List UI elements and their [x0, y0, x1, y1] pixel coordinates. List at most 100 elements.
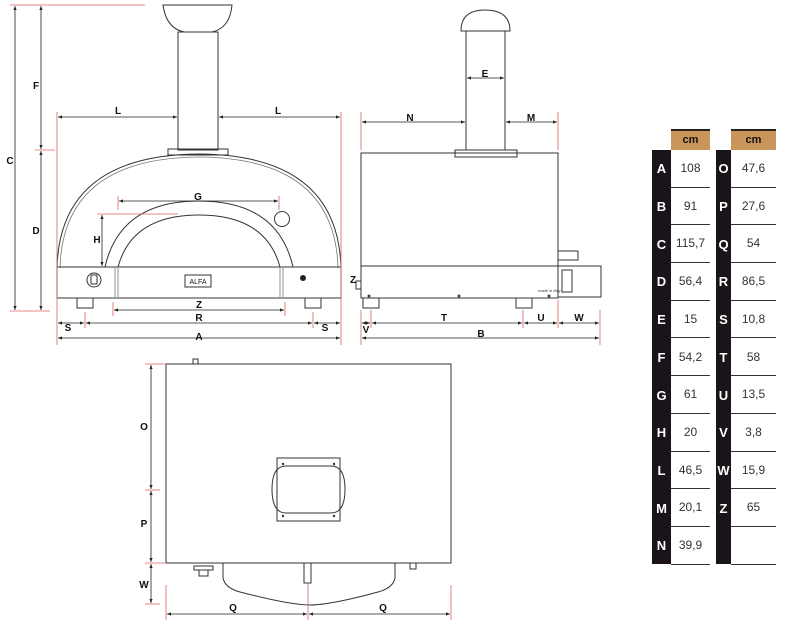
gas-knob-icon [86, 272, 102, 288]
dim-label-r: R [195, 313, 203, 324]
dim-label-z: Z [196, 300, 202, 311]
dimension-letter: H [656, 425, 667, 441]
dimension-letter: W [717, 462, 730, 478]
dim-label-h: H [93, 235, 100, 246]
dim-label-s-right: S [322, 323, 329, 334]
dim-label-w-side: W [574, 313, 584, 324]
table-row: F 54,2 [652, 339, 710, 377]
dim-label-d: D [32, 226, 39, 237]
dimension-letter: F [657, 349, 666, 365]
unit-header-2: cm [731, 129, 776, 150]
dimension-letter: V [719, 425, 728, 441]
letter-column-1 [652, 150, 671, 564]
dimension-letter: L [657, 462, 666, 478]
flue-plate [276, 457, 341, 522]
dim-label-o: O [140, 422, 148, 433]
dim-label-n: N [406, 113, 413, 124]
dim-label-u: U [537, 313, 544, 324]
front-view: ALFA C F D L L G H Z [6, 4, 342, 345]
dimension-value: 46,5 [671, 452, 710, 490]
dim-label-b: B [477, 329, 484, 340]
dimension-letter: O [718, 161, 729, 177]
dome [56, 153, 342, 269]
dimension-value: 54 [731, 225, 776, 264]
dimension-letter: M [656, 500, 667, 516]
chimney-cap [162, 4, 233, 33]
dimension-letter: Q [718, 236, 729, 252]
dim-label-v: V [363, 325, 370, 336]
dimension-value: 108 [671, 150, 710, 188]
dimension-letter: C [656, 236, 667, 252]
side-view: made in Italy E N M Z V T U W B [350, 9, 602, 345]
dim-label-p: P [141, 519, 148, 530]
dimension-value: 3,8 [731, 414, 776, 452]
thermometer-icon [274, 211, 290, 227]
dimension-value: 115,7 [671, 225, 710, 264]
alfa-logo-plate [184, 274, 212, 288]
dim-label-z-side: Z [350, 275, 356, 286]
alfa-logo: ALFA [189, 279, 206, 286]
dim-label-t: T [441, 313, 447, 324]
chimney-cap [460, 9, 511, 32]
dim-label-c: C [6, 156, 13, 167]
table-row [716, 527, 776, 565]
dimension-letter: N [656, 538, 667, 554]
dimension-value: 13,5 [731, 376, 776, 414]
top-view: O P W Q Q [139, 358, 452, 620]
dimension-letter: Z [719, 500, 728, 516]
dimension-letter: B [656, 199, 667, 215]
dimension-letter: T [719, 349, 728, 365]
dim-label-f: F [33, 81, 39, 92]
dimension-value: 65 [731, 489, 776, 527]
dimension-letter: D [656, 274, 667, 290]
dimension-value: 20,1 [671, 489, 710, 527]
dimension-value: 27,6 [731, 188, 776, 226]
dim-label-a: A [195, 332, 202, 343]
dimension-letter: U [718, 387, 729, 403]
oven-body-top [165, 363, 452, 564]
dim-label-l-right: L [275, 106, 281, 117]
dimension-value: 20 [671, 414, 710, 452]
dimension-value: 54,2 [671, 339, 710, 377]
dimension-value: 91 [671, 188, 710, 226]
dimension-value: 58 [731, 339, 776, 377]
dim-label-q-left: Q [229, 603, 237, 614]
dimension-letter: R [718, 274, 729, 290]
dimension-value [731, 527, 776, 565]
letter-column-2 [716, 150, 731, 564]
dim-label-g: G [194, 192, 202, 203]
table-row: L 46,5 [652, 452, 710, 490]
dimension-letter: A [656, 161, 667, 177]
dimension-letter: S [719, 312, 728, 328]
dim-label-q-right: Q [379, 603, 387, 614]
ignition-button-icon [300, 275, 306, 281]
dimension-value: 10,8 [731, 301, 776, 339]
dim-label-e: E [482, 69, 489, 80]
dimension-value: 56,4 [671, 263, 710, 301]
dim-label-s-left: S [65, 323, 72, 334]
dimension-value: 47,6 [731, 150, 776, 188]
chimney [177, 31, 219, 151]
unit-header-1: cm [671, 129, 710, 150]
dim-label-m: M [527, 113, 535, 124]
dimension-letter: G [656, 387, 667, 403]
oven-body-side [360, 152, 559, 299]
